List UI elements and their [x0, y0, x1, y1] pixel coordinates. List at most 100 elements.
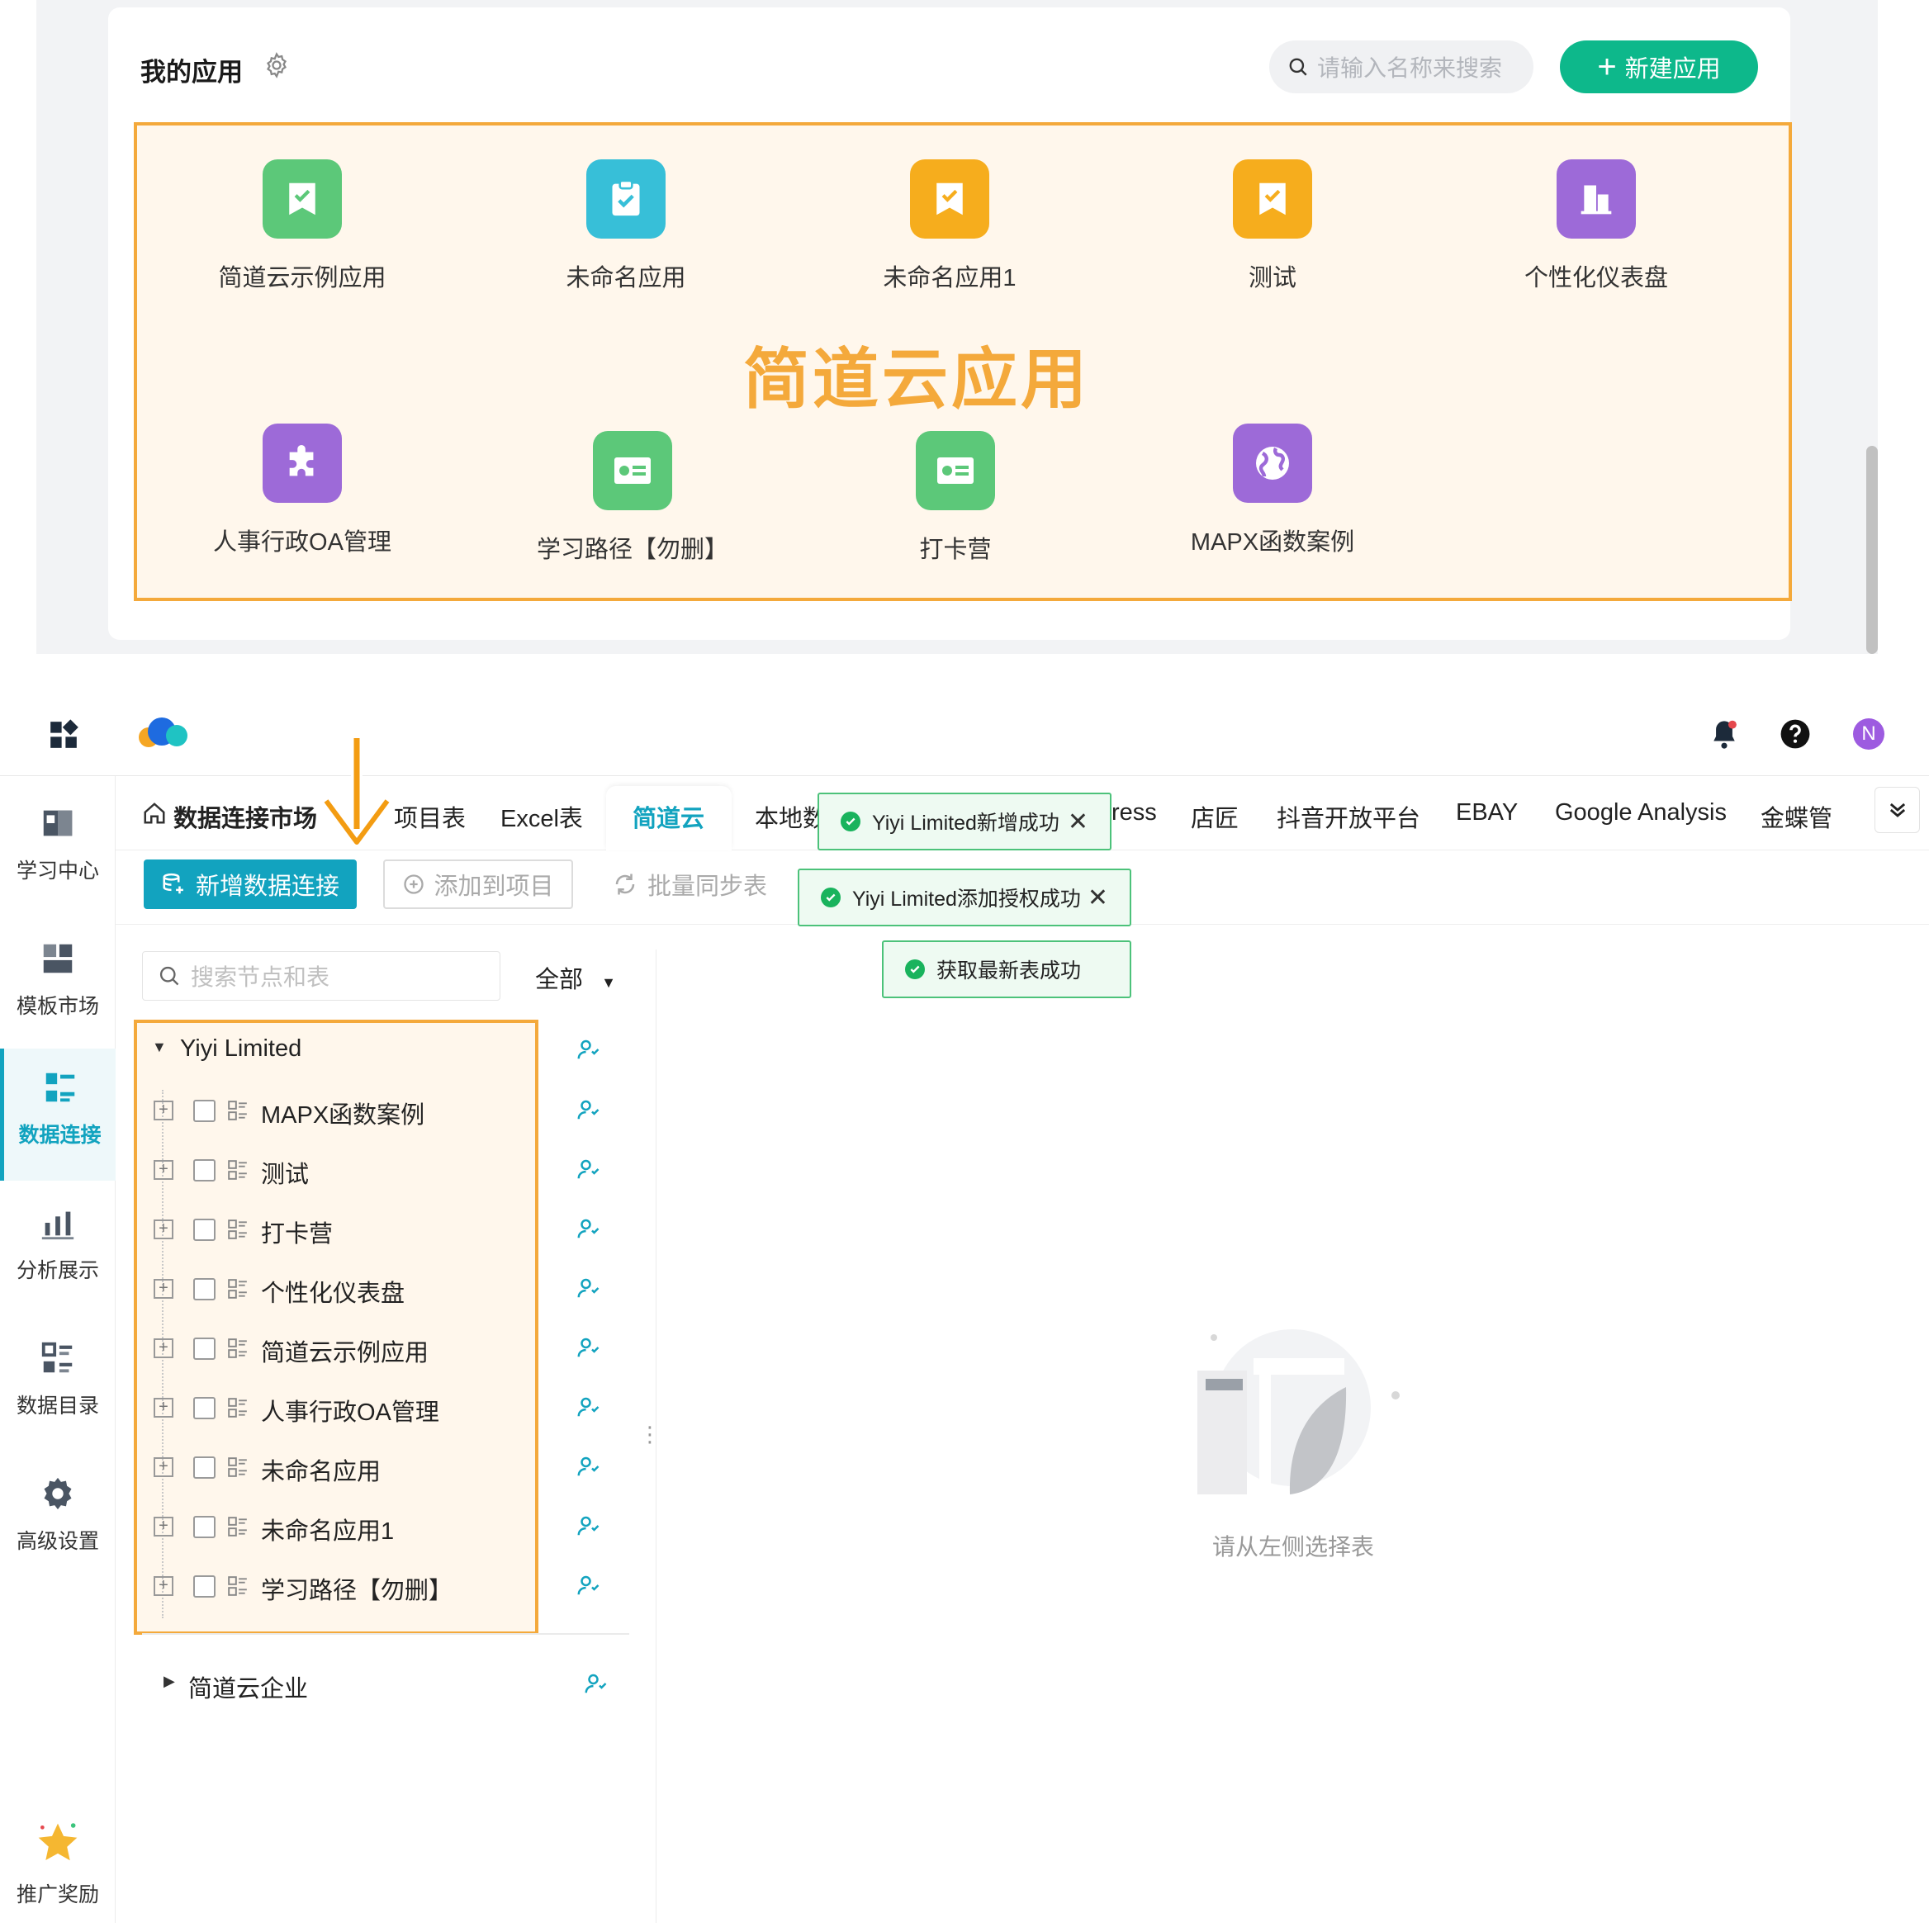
user-permission-icon[interactable]	[576, 1216, 600, 1241]
expand-icon[interactable]: +	[154, 1398, 173, 1418]
expand-icon[interactable]: +	[154, 1219, 173, 1239]
user-permission-icon[interactable]	[576, 1037, 600, 1062]
app-tile[interactable]: 未命名应用	[519, 159, 733, 293]
user-permission-icon[interactable]	[576, 1335, 600, 1360]
gear-icon[interactable]	[263, 51, 291, 79]
filter-select[interactable]: 全部 ▼	[535, 960, 616, 995]
filter-value: 全部	[535, 967, 584, 993]
tab-kingdee[interactable]: 金蝶管	[1761, 806, 1833, 832]
tree-root-row[interactable]: ▼ Yiyi Limited	[134, 1020, 629, 1080]
expand-icon[interactable]: +	[154, 1517, 173, 1537]
chevron-double-down-icon	[1889, 803, 1905, 817]
user-permission-icon[interactable]	[576, 1276, 600, 1300]
toast-added: Yiyi Limited新增成功 ✕	[818, 793, 1111, 850]
app-tile[interactable]: 未命名应用1	[842, 159, 1057, 293]
star-icon	[38, 1823, 78, 1861]
tree-search-placeholder: 搜索节点和表	[191, 964, 330, 990]
expand-icon[interactable]: +	[154, 1101, 173, 1120]
tree-row-checkbox[interactable]	[193, 1278, 216, 1300]
bell-icon[interactable]	[1710, 718, 1738, 750]
tab-google-analysis[interactable]: Google Analysis	[1555, 799, 1727, 826]
tab-douyin[interactable]: 抖音开放平台	[1277, 806, 1421, 832]
tree-row-label: 测试	[261, 1162, 310, 1188]
close-icon[interactable]: ✕	[1087, 883, 1108, 912]
close-icon[interactable]: ✕	[1067, 807, 1088, 836]
tree-row-label: 简道云示例应用	[261, 1340, 429, 1366]
sidebar-item-analysis[interactable]: 分析展示	[0, 1184, 116, 1316]
user-permission-icon[interactable]	[583, 1671, 608, 1696]
add-to-project-button[interactable]: 添加到项目	[383, 859, 573, 909]
tabs-more-button[interactable]	[1874, 787, 1920, 833]
expand-icon[interactable]: +	[154, 1576, 173, 1596]
user-permission-icon[interactable]	[576, 1573, 600, 1598]
scrollbar-thumb[interactable]	[1866, 446, 1878, 654]
sidebar-item-settings[interactable]: 高级设置	[0, 1455, 116, 1587]
tree-row[interactable]: + 人事行政OA管理	[134, 1378, 629, 1437]
app-tile[interactable]: 人事行政OA管理	[195, 424, 410, 557]
tree-row[interactable]: + 未命名应用	[134, 1437, 629, 1497]
tree-row-checkbox[interactable]	[193, 1100, 216, 1122]
app-tile[interactable]: 测试	[1165, 159, 1380, 293]
batch-sync-button[interactable]: 批量同步表	[613, 859, 778, 909]
user-permission-icon[interactable]	[576, 1395, 600, 1419]
expand-icon[interactable]: +	[154, 1338, 173, 1358]
tab-express[interactable]: ress	[1111, 799, 1157, 826]
tree-row[interactable]: + 简道云示例应用	[134, 1319, 629, 1378]
tree-row[interactable]: + 打卡营	[134, 1200, 629, 1259]
tab-local-data[interactable]: 本地数	[755, 806, 827, 832]
drag-handle-icon[interactable]: ⋮	[639, 1422, 661, 1447]
new-connection-label: 新增数据连接	[195, 874, 339, 900]
tree-row-checkbox[interactable]	[193, 1219, 216, 1241]
tree-row-checkbox[interactable]	[193, 1575, 216, 1598]
tab-market[interactable]: 数据连接市场	[173, 806, 318, 832]
home-icon[interactable]	[142, 801, 167, 826]
tab-dianjiang[interactable]: 店匠	[1191, 806, 1239, 832]
tree-row[interactable]: + 测试	[134, 1140, 629, 1200]
expand-icon[interactable]: +	[154, 1457, 173, 1477]
tree-root-row[interactable]: ▶ 简道云企业	[134, 1655, 629, 1714]
tree-row[interactable]: + 学习路径【勿删】	[134, 1556, 629, 1616]
id-card-icon	[916, 431, 995, 510]
app-tile[interactable]: 个性化仪表盘	[1489, 159, 1704, 293]
tree-search-input[interactable]: 搜索节点和表	[142, 951, 500, 1001]
help-icon[interactable]	[1780, 718, 1811, 750]
toast-text: 获取最新表成功	[936, 959, 1082, 983]
tree-row-checkbox[interactable]	[193, 1338, 216, 1360]
tree-row[interactable]: + MAPX函数案例	[134, 1081, 629, 1140]
new-app-button[interactable]: +新建应用	[1560, 40, 1758, 93]
brand-logo-icon[interactable]	[137, 715, 190, 750]
sidebar-item-templates[interactable]: 模板市场	[0, 920, 116, 1052]
app-grid-icon[interactable]	[48, 719, 79, 751]
expand-icon[interactable]: +	[154, 1279, 173, 1299]
tab-jiandaoyun[interactable]: 简道云	[633, 806, 705, 832]
tree-row-checkbox[interactable]	[193, 1397, 216, 1419]
sidebar-item-label: 高级设置	[16, 1530, 99, 1553]
user-permission-icon[interactable]	[576, 1157, 600, 1181]
sidebar-item-data-connect[interactable]: 数据连接	[0, 1049, 116, 1181]
sidebar-item-rewards[interactable]: 推广奖励	[0, 1800, 116, 1932]
user-permission-icon[interactable]	[576, 1513, 600, 1538]
app-search-input[interactable]: 请输入名称来搜索	[1269, 40, 1533, 93]
app-tile[interactable]: MAPX函数案例	[1165, 424, 1380, 557]
tree-row-checkbox[interactable]	[193, 1456, 216, 1479]
user-permission-icon[interactable]	[576, 1454, 600, 1479]
sidebar-item-learning[interactable]: 学习中心	[0, 784, 116, 916]
tree-row-checkbox[interactable]	[193, 1516, 216, 1538]
app-tile[interactable]: 学习路径【勿删】	[525, 431, 740, 565]
app-tile[interactable]: 打卡营	[848, 431, 1063, 565]
tree-row-checkbox[interactable]	[193, 1159, 216, 1181]
tab-project-table[interactable]: 项目表	[394, 806, 467, 832]
tab-ebay[interactable]: EBAY	[1456, 799, 1519, 826]
new-connection-button[interactable]: 新增数据连接	[144, 859, 357, 909]
tab-excel[interactable]: Excel表	[500, 806, 583, 832]
avatar[interactable]: N	[1853, 718, 1884, 750]
tree-row[interactable]: + 未命名应用1	[134, 1497, 629, 1556]
empty-state-text: 请从左侧选择表	[1212, 1534, 1375, 1560]
app-tile[interactable]: 简道云示例应用	[195, 159, 410, 293]
expand-icon[interactable]: +	[154, 1160, 173, 1180]
tree-row[interactable]: + 个性化仪表盘	[134, 1259, 629, 1319]
app-label: 未命名应用1	[883, 265, 1017, 291]
user-permission-icon[interactable]	[576, 1097, 600, 1122]
check-circle-icon	[821, 888, 841, 907]
sidebar-item-catalog[interactable]: 数据目录	[0, 1319, 116, 1451]
